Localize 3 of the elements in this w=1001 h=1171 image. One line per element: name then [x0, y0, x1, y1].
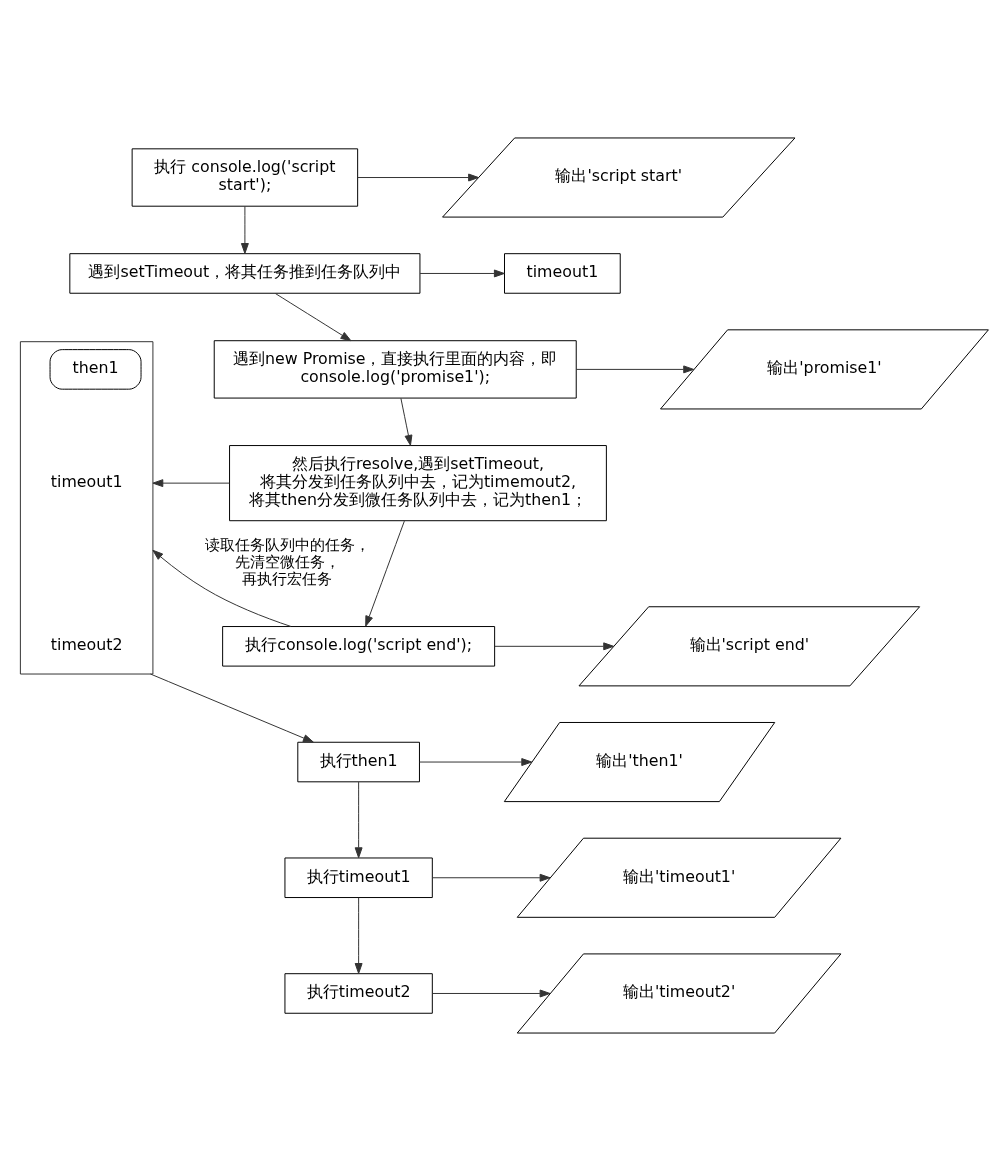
- edge-label: 读取任务队列中的任务，先清空微任务，再执行宏任务: [204, 536, 370, 588]
- node-text: timeout2: [50, 635, 123, 655]
- node-text: timeout1: [50, 471, 123, 491]
